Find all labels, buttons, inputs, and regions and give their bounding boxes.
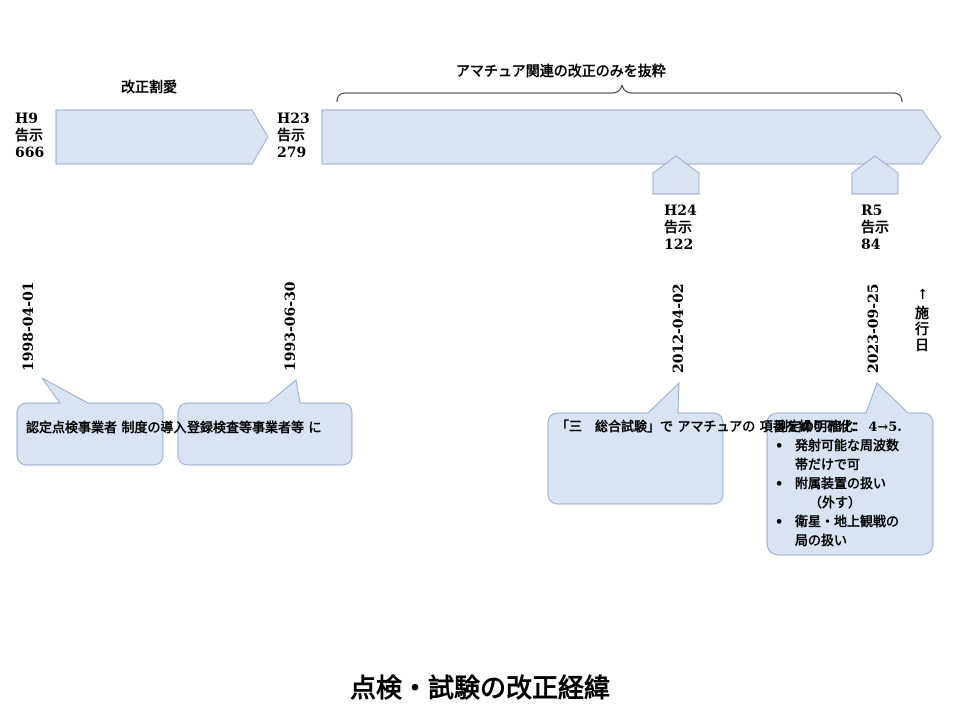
brace-excerpt: [336, 84, 903, 103]
notice-h24: H24 告示 122: [664, 203, 697, 253]
bullet-line: 発射可能な周波数: [795, 439, 900, 454]
notice-h23: H23 告示 279: [277, 111, 310, 161]
bullet-line: 附属装置の扱い: [795, 477, 887, 492]
effective-date-glyph: 施: [915, 306, 929, 322]
label-excerpt: アマチュア関連の改正のみを抜粋: [456, 64, 666, 80]
callout-bubble-4: [766, 382, 934, 556]
effective-date-glyph: 日: [915, 338, 929, 354]
notice-r5: R5 告示 84: [861, 203, 889, 253]
bullet-line: 衛星・地上観戦の: [795, 515, 900, 530]
callout-text-4: 測定の明確化： • 発射可能な周波数 帯だけで可 • 附属装置の扱い （外す） …: [775, 418, 899, 551]
arrow-h23-period: [321, 109, 942, 165]
bullet-line-cont: （外す）: [809, 496, 862, 511]
bullet-dot: •: [775, 515, 784, 530]
effective-date-label: ← 施行日: [914, 286, 930, 354]
bullet-item: • 附属装置の扱い: [775, 475, 899, 494]
callout-4-heading: 測定の明確化：: [775, 420, 867, 435]
callout-bubble-2: [177, 379, 353, 466]
bullet-line-cont: 帯だけで可: [795, 458, 861, 473]
label-abolition: 改正割愛: [121, 80, 177, 96]
callout-bubble-3: [547, 381, 724, 505]
bullet-dot: •: [775, 439, 784, 454]
date-2012-04-02: 2012-04-02: [671, 283, 687, 373]
callout-text-3: 「三 総合試験」で アマチュアの 項番を繰り下げ： 4→5.: [556, 420, 902, 435]
marker-h24: [652, 155, 700, 195]
date-1998-04-01: 1998-04-01: [21, 281, 37, 371]
date-1993-06-30: 1993-06-30: [283, 281, 299, 371]
callout-bubble-1: [16, 377, 164, 466]
effective-date-glyph: 行: [915, 322, 929, 338]
notice-h9: H9 告示 666: [15, 111, 45, 161]
bullet-dot: •: [775, 477, 784, 492]
marker-r5: [851, 155, 899, 195]
page-title: 点検・試験の改正経緯: [349, 674, 610, 704]
callout-text-1: 認定点検事業者 制度の導入: [26, 421, 187, 436]
date-2023-09-25: 2023-09-25: [866, 283, 882, 373]
arrow-h9-period: [55, 109, 269, 165]
effective-date-glyph: ←: [914, 288, 930, 300]
callout-text-2: 登録検査等事業者等 に: [187, 421, 322, 436]
bullet-item: • 発射可能な周波数: [775, 437, 899, 456]
bullet-item: • 衛星・地上観戦の: [775, 513, 899, 532]
bullet-line-cont: 局の扱い: [795, 534, 848, 549]
